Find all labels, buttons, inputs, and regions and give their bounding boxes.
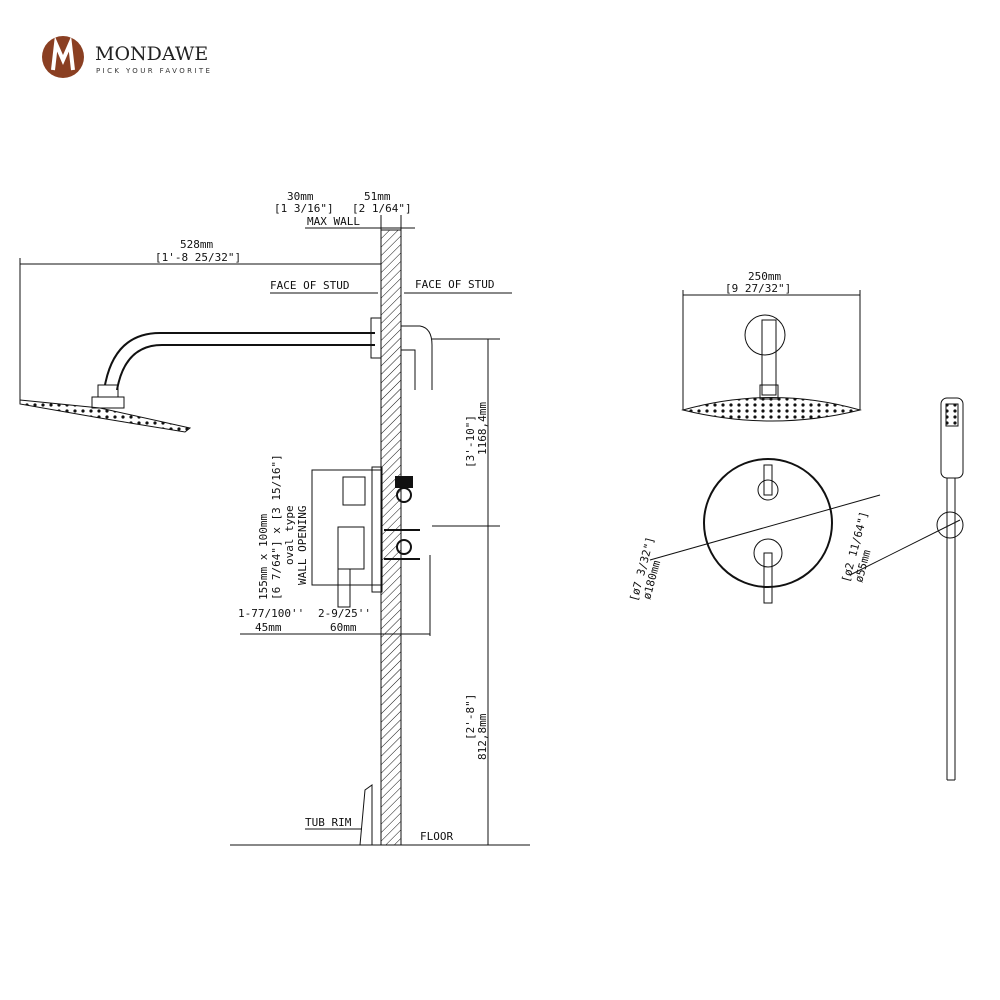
wall-min-label: 30mm: [287, 190, 314, 203]
depth-in-1: 1-77/100'': [238, 607, 304, 620]
shower-arm: [104, 332, 375, 386]
hand-shower-view: ø55mm [ø2 11/64"]: [839, 397, 964, 781]
arm-flange-front: [744, 314, 786, 356]
opening-type-label: oval type: [283, 505, 296, 565]
arm-length-label: 528mm: [180, 238, 213, 251]
wall-opening-label: WALL OPENING: [296, 506, 309, 585]
brand-logo: MONDAWE PICK YOUR FAVORITE: [42, 36, 212, 78]
depth-mm-2: 60mm: [330, 621, 357, 634]
head-height-in-label: [3'-10"]: [464, 415, 477, 468]
diverter-handle: [342, 476, 366, 506]
head-diameter-label: 250mm: [748, 270, 781, 283]
valve-port-top: [396, 487, 412, 503]
wall-outlet-holder: [936, 511, 964, 539]
valve-height-label: 812,8mm: [476, 713, 489, 760]
arm-flange: [370, 317, 382, 359]
tub-rim-shape: [359, 784, 373, 846]
hand-shower-head: [940, 397, 964, 479]
floor-label: FLOOR: [420, 830, 453, 843]
valve-height-in-label: [2'-8"]: [464, 694, 477, 740]
front-view: 250mm [9 27/32"] ø180mm [ø7 3/32"]: [627, 270, 881, 604]
valve-port-bottom: [396, 539, 412, 555]
mixer-handle: [337, 526, 365, 570]
side-view: 30mm [1 3/16"] 51mm [2 1/64"] MAX WALL 5…: [19, 190, 530, 846]
depth-mm-1: 45mm: [255, 621, 282, 634]
wall-max-label: 51mm: [364, 190, 391, 203]
mixer-handle-front: [753, 538, 783, 568]
wall-section: [380, 229, 402, 846]
opening-in-label: [6 7/64"] x [3 15/16"]: [270, 454, 283, 600]
wall-max-in-label: [2 1/64"]: [352, 202, 412, 215]
drop-elbow: [401, 325, 433, 390]
depth-in-2: 2-9/25'': [318, 607, 371, 620]
shower-head-front: [681, 397, 862, 422]
wall-min-in-label: [1 3/16"]: [274, 202, 334, 215]
diverter-handle-front: [757, 479, 779, 501]
head-diameter-in-label: [9 27/32"]: [725, 282, 791, 295]
shower-head-side: [19, 399, 192, 433]
valve-trim-plate-front: [703, 458, 833, 588]
shower-arm-front: [761, 319, 777, 396]
head-height-label: 1168,4mm: [476, 402, 489, 455]
brand-tagline: PICK YOUR FAVORITE: [96, 67, 212, 75]
hose: [946, 478, 956, 781]
tub-rim-label: TUB RIM: [305, 816, 352, 829]
arm-length-in-label: [1'-8 25/32"]: [155, 251, 241, 264]
face-of-stud-left: FACE OF STUD: [270, 279, 349, 292]
face-of-stud-right: FACE OF STUD: [415, 278, 494, 291]
opening-mm-label: 155mm x 100mm: [257, 514, 270, 600]
max-wall-label: MAX WALL: [307, 215, 360, 228]
brand-name: MONDAWE: [95, 43, 208, 65]
